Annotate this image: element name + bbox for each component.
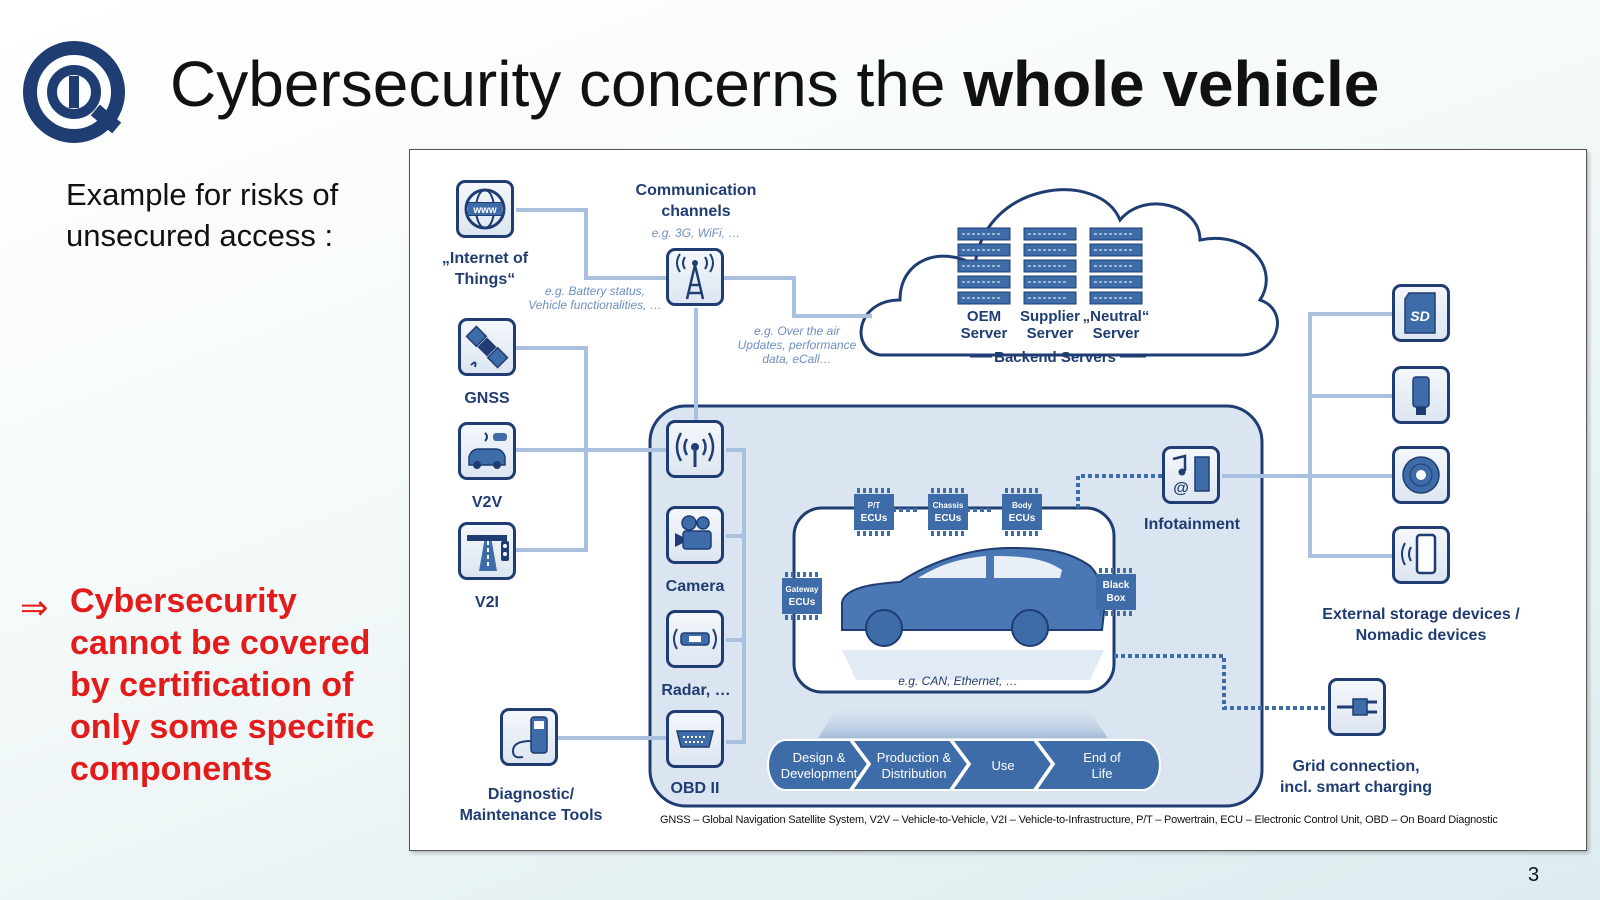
- company-logo: [23, 41, 125, 143]
- page-title: Cybersecurity concerns the whole vehicle: [170, 48, 1380, 120]
- disc-icon: [1402, 456, 1440, 494]
- implies-arrow: ⇒: [20, 589, 49, 627]
- sd-card-tile: SD: [1392, 284, 1450, 342]
- disc-tile: [1392, 446, 1450, 504]
- lifecycle-design: Design &Development: [780, 750, 858, 781]
- camera-tile: [666, 506, 724, 564]
- comm-right-note: e.g. Over the air Updates, performance d…: [737, 324, 857, 366]
- svg-text:SD: SD: [1410, 308, 1429, 324]
- gnss-label: GNSS: [464, 390, 510, 407]
- vehicle-attack-surface-diagram: www „Internet of Things“ GNSS V2V: [409, 149, 1587, 851]
- lifecycle-production: Production &Distribution: [876, 750, 952, 781]
- antenna-tile: [666, 420, 724, 478]
- v2i-tile: [458, 522, 516, 580]
- usb-stick-tile: [1392, 366, 1450, 424]
- v2v-label: V2V: [471, 494, 503, 511]
- video-camera-icon: [675, 515, 712, 550]
- comm-channels-note: e.g. 3G, WiFi, …: [651, 226, 741, 240]
- sd-card-icon: SD: [1404, 292, 1436, 334]
- radio-tower-icon: [676, 253, 714, 300]
- usb-stick-icon: [1412, 376, 1430, 415]
- svg-text:@: @: [1173, 480, 1189, 497]
- globe-icon: www: [464, 188, 506, 230]
- conclusion-text: Cybersecurity cannot be covered by certi…: [70, 582, 375, 788]
- road-infrastructure-icon: [467, 535, 509, 571]
- charging-plug-icon: [1337, 698, 1377, 716]
- gnss-tile: [458, 318, 516, 376]
- neutral-server-label: „Neutral“ Server: [1082, 308, 1150, 342]
- grid-connection-label: Grid connection, incl. smart charging: [1279, 758, 1433, 796]
- charging-plug-tile: [1328, 678, 1386, 736]
- intro-text: Example for risks of unsecured access :: [66, 177, 339, 253]
- obd-label: OBD II: [670, 780, 720, 797]
- lifecycle-use: Use: [991, 758, 1015, 773]
- antenna-icon: [675, 432, 715, 467]
- radar-label: Radar, …: [661, 682, 731, 699]
- v2v-tile: [458, 422, 516, 480]
- obd-tile: [666, 710, 724, 768]
- iot-tile: www: [456, 180, 514, 238]
- iot-label: „Internet of Things“: [441, 250, 529, 288]
- page-number: 3: [1528, 864, 1540, 886]
- media-icon: @: [1172, 454, 1210, 497]
- radar-tile: [666, 610, 724, 668]
- diagnostic-device-icon: [511, 716, 548, 759]
- comm-tower-tile: [666, 248, 724, 306]
- svg-text:www: www: [472, 205, 497, 216]
- camera-label: Camera: [665, 578, 725, 595]
- car-to-car-icon: [468, 432, 507, 469]
- obd-connector-icon: [676, 730, 714, 748]
- supplier-server-label: Supplier Server: [1019, 308, 1080, 342]
- oem-server-label: OEM Server: [960, 308, 1008, 342]
- lifecycle-bar: [767, 739, 1161, 791]
- comm-channels-title: Communication channels: [635, 182, 757, 220]
- bus-note: e.g. CAN, Ethernet, …: [898, 674, 1018, 688]
- satellite-icon: [465, 325, 509, 369]
- abbreviations-footnote: GNSS – Global Navigation Satellite Syste…: [660, 814, 1498, 826]
- radar-sensor-icon: [673, 628, 717, 650]
- smartphone-icon: [1401, 533, 1437, 575]
- backend-servers-title: Backend Servers: [994, 349, 1116, 366]
- infotainment-tile: @: [1162, 446, 1220, 504]
- diagram-connections: [516, 188, 1392, 808]
- phone-tile: [1392, 526, 1450, 584]
- infotainment-label: Infotainment: [1144, 516, 1240, 533]
- diagnostic-tool-tile: [500, 708, 558, 766]
- v2i-label: V2I: [474, 594, 499, 611]
- external-devices-label: External storage devices / Nomadic devic…: [1322, 606, 1520, 644]
- diagnostic-tools-label: Diagnostic/ Maintenance Tools: [459, 786, 603, 824]
- comm-left-note: e.g. Battery status, Vehicle functionali…: [528, 284, 662, 312]
